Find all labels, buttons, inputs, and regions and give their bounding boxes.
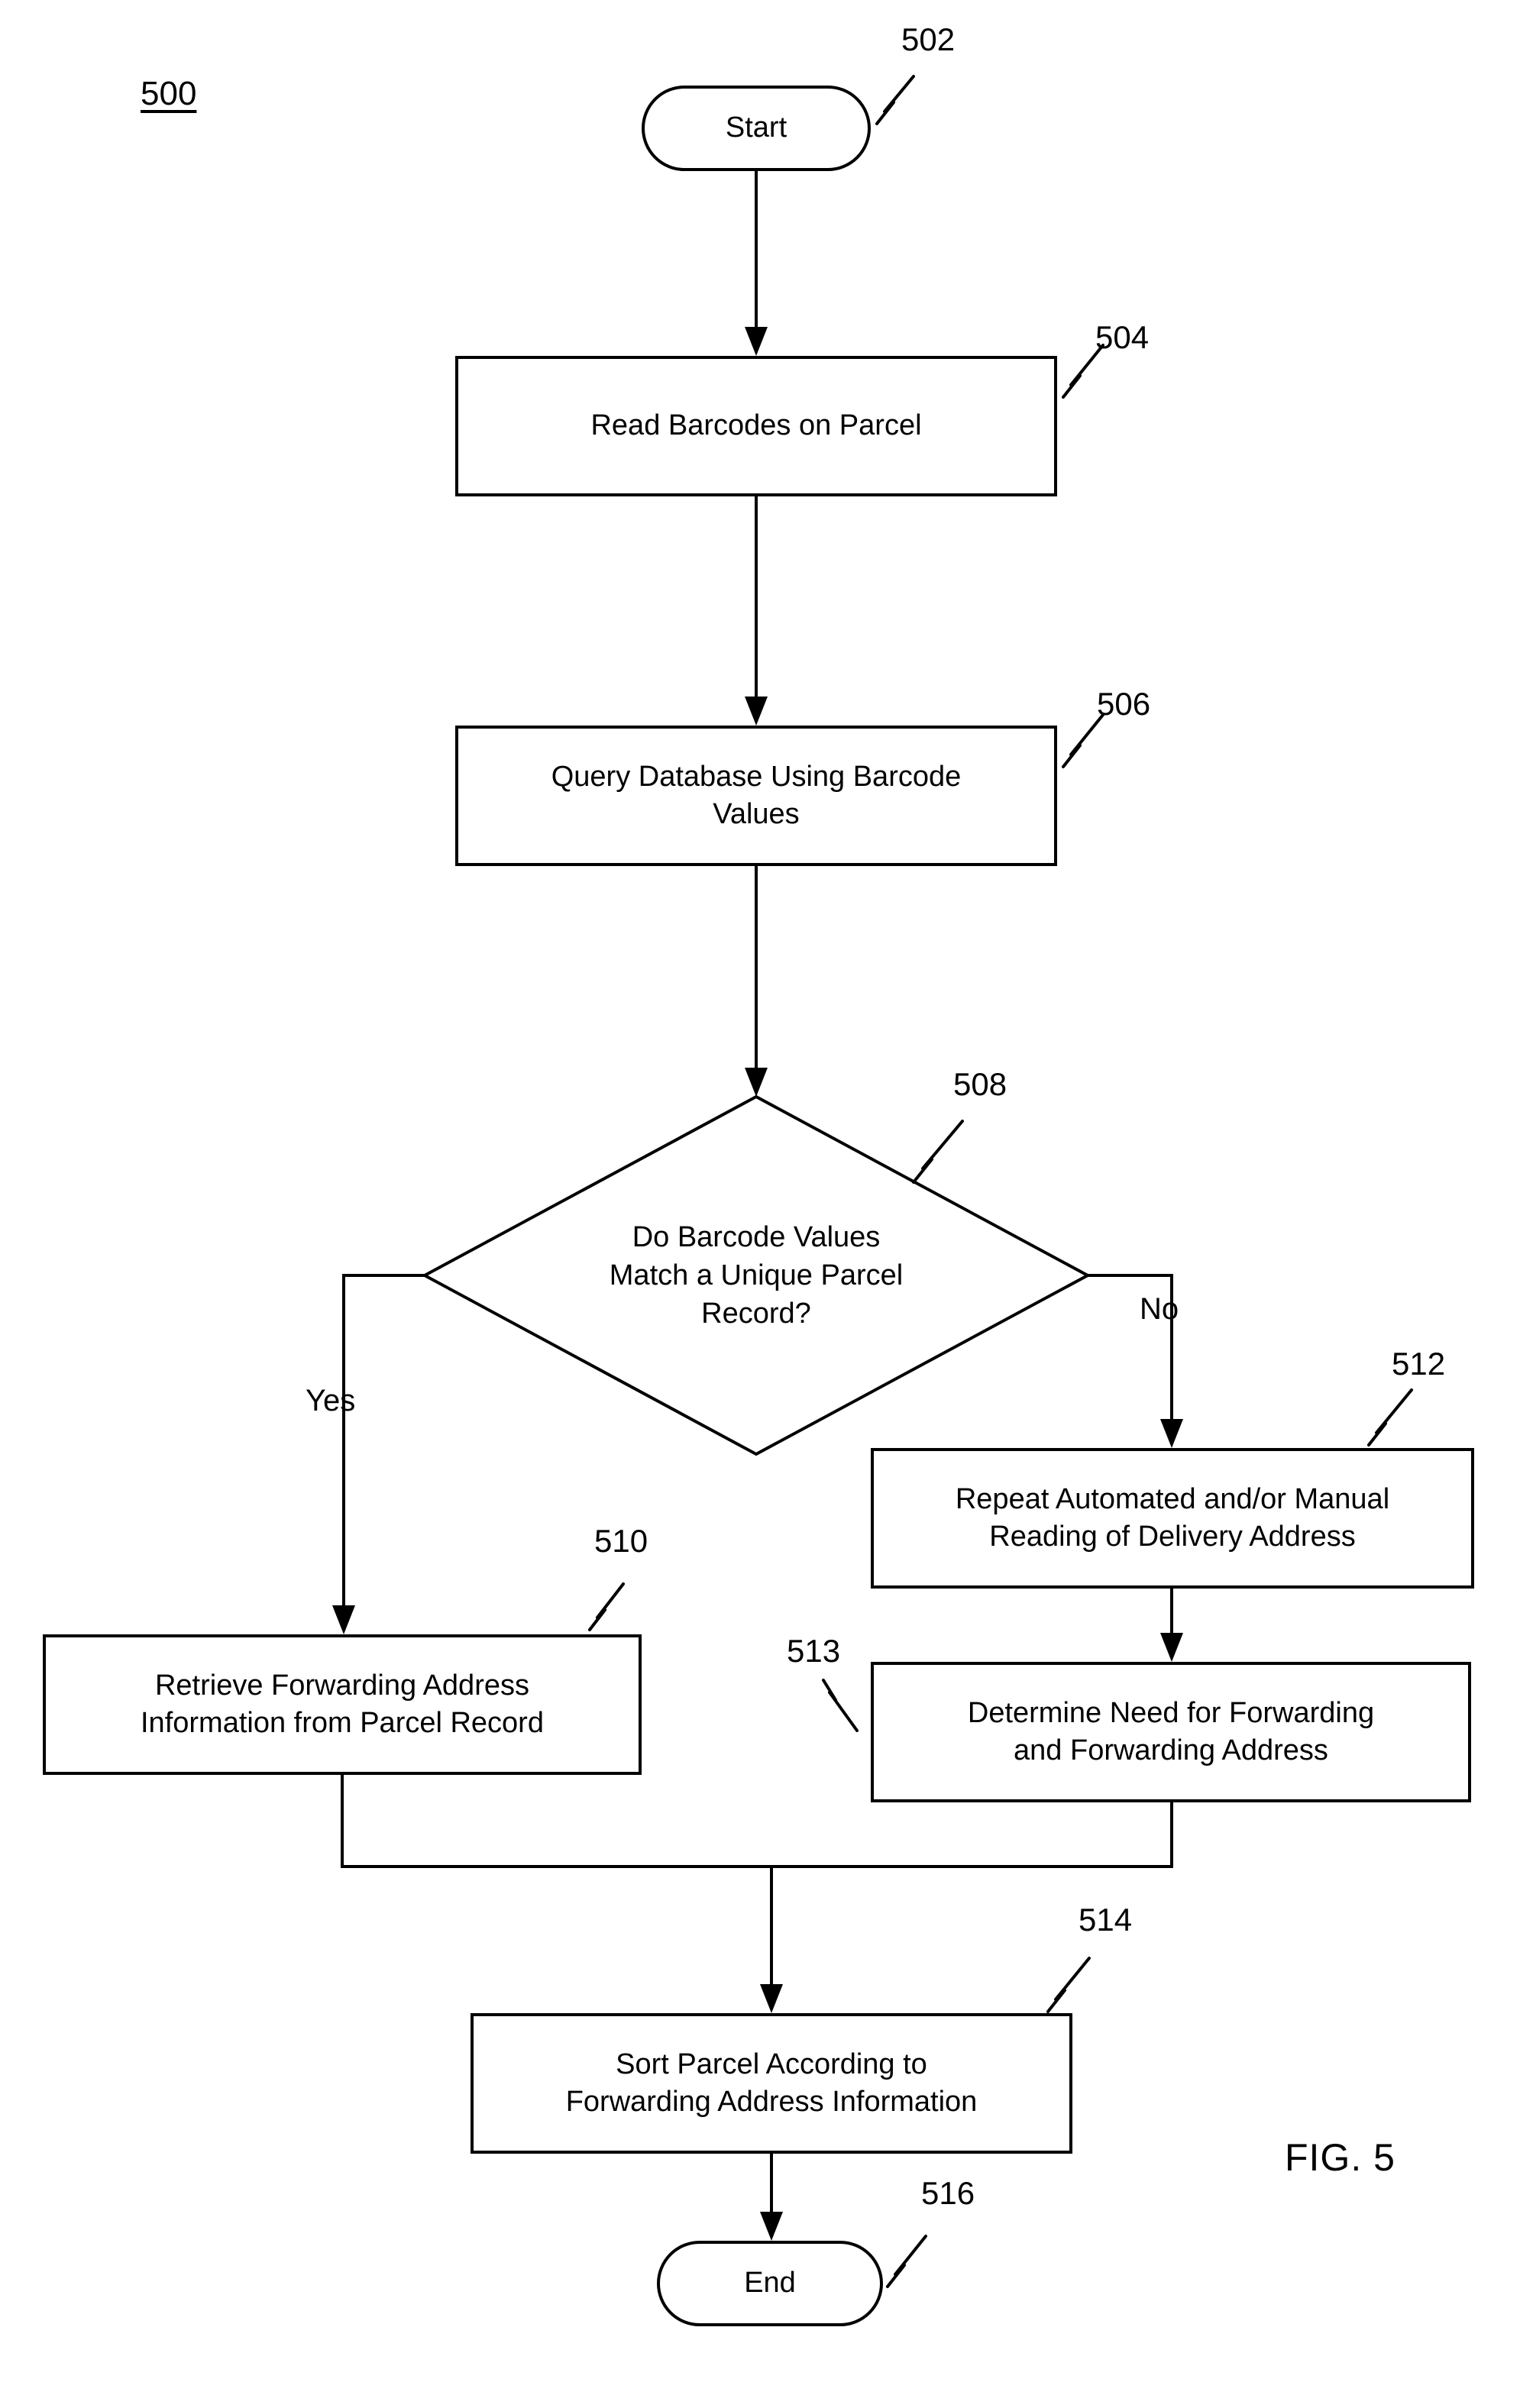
- ref-decision: 508: [953, 1066, 1007, 1102]
- edge-label-no: No: [1140, 1292, 1179, 1326]
- ref-start: 502: [901, 21, 956, 57]
- ref-query: 506: [1097, 686, 1151, 722]
- lead-line-squiggle-506: [1062, 713, 1104, 768]
- arrowheads: [332, 327, 1183, 2241]
- arrowhead-icon: [745, 697, 768, 726]
- node-end-label: End: [744, 2267, 796, 2300]
- figure-caption: FIG. 5: [1285, 2136, 1395, 2179]
- node-query-database-label: Query Database Using Barcode Values: [551, 760, 962, 830]
- arrowhead-icon: [745, 1068, 768, 1097]
- ref-read: 504: [1095, 319, 1150, 355]
- arrowhead-icon: [1160, 1633, 1183, 1662]
- arrowhead-icon: [1160, 1419, 1183, 1448]
- arrowhead-icon: [760, 2212, 783, 2241]
- lead-line-squiggle-513: [822, 1679, 859, 1732]
- lead-line-squiggle-504: [1062, 344, 1104, 399]
- lead-line-squiggle-510: [588, 1582, 625, 1631]
- node-retrieve-forwarding: Retrieve Forwarding Address Information …: [43, 1634, 642, 1775]
- ref-end: 516: [921, 2175, 975, 2211]
- node-determine-need: Determine Need for Forwarding and Forwar…: [871, 1662, 1471, 1802]
- edge-decision-yes: [342, 1274, 425, 1607]
- diagram-number: 500: [141, 75, 197, 112]
- node-decision-match-label: Do Barcode Values Match a Unique Parcel …: [609, 1220, 904, 1330]
- node-repeat-reading-label: Repeat Automated and/or Manual Reading o…: [955, 1482, 1390, 1553]
- node-sort-parcel-label: Sort Parcel According to Forwarding Addr…: [565, 2048, 978, 2118]
- decision-diamond-shape: [421, 1094, 1091, 1456]
- arrowhead-icon: [745, 327, 768, 356]
- ref-repeat: 512: [1392, 1346, 1446, 1382]
- node-start-terminator: Start: [642, 86, 871, 171]
- node-end-terminator: End: [657, 2241, 883, 2326]
- lead-line-squiggle-516: [886, 2235, 927, 2288]
- lead-line-squiggle-512: [1367, 1388, 1413, 1446]
- node-read-barcodes-label: Read Barcodes on Parcel: [590, 409, 922, 442]
- node-start-label: Start: [725, 112, 787, 144]
- ref-sort: 514: [1079, 1902, 1133, 1938]
- lead-line-squiggle-508: [912, 1120, 964, 1184]
- ref-determine: 513: [787, 1633, 841, 1669]
- node-determine-need-label: Determine Need for Forwarding and Forwar…: [967, 1696, 1375, 1766]
- node-sort-parcel: Sort Parcel According to Forwarding Addr…: [471, 2013, 1072, 2154]
- edge-label-yes: Yes: [306, 1384, 356, 1417]
- node-query-database: Query Database Using Barcode Values: [455, 726, 1057, 866]
- arrowhead-icon: [760, 1984, 783, 2013]
- arrowhead-icon: [332, 1605, 355, 1634]
- edge-decision-no: [1088, 1274, 1173, 1421]
- node-retrieve-forwarding-label: Retrieve Forwarding Address Information …: [141, 1669, 544, 1739]
- lead-line-squiggle-514: [1046, 1957, 1091, 2013]
- flow-lines: [341, 171, 1173, 2213]
- node-read-barcodes: Read Barcodes on Parcel: [455, 356, 1057, 496]
- node-repeat-reading: Repeat Automated and/or Manual Reading o…: [871, 1448, 1474, 1589]
- ref-retrieve: 510: [594, 1523, 648, 1559]
- lead-line-squiggle-502: [875, 75, 915, 125]
- reference-lead-lines: [588, 75, 1413, 2288]
